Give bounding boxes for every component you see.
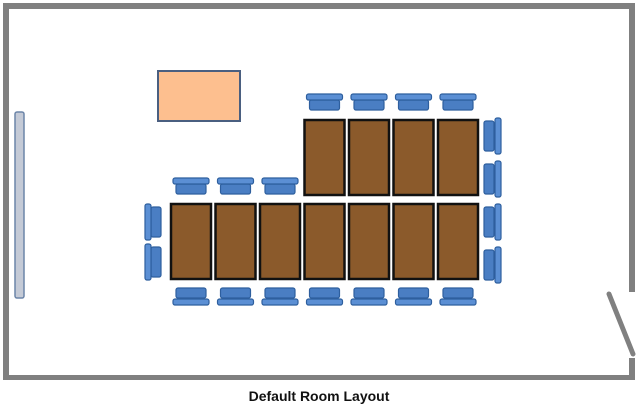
chair [144, 203, 162, 241]
chair-seat [397, 287, 430, 299]
room-walls [3, 3, 636, 380]
chair-seat [150, 246, 162, 278]
room-layout-diagram [3, 3, 636, 380]
chair [172, 177, 210, 195]
chair-seat [442, 99, 474, 111]
chair [261, 287, 299, 306]
chair [394, 93, 433, 111]
whiteboard [14, 111, 25, 299]
table [392, 118, 435, 197]
chair-seat [264, 183, 296, 195]
chair [305, 287, 344, 306]
chair-back [305, 298, 344, 306]
chair [394, 287, 433, 306]
chair [144, 243, 162, 281]
chair [439, 287, 477, 306]
chair-seat [308, 287, 341, 299]
table [436, 118, 480, 197]
chair [172, 287, 210, 306]
chair-seat [175, 183, 207, 195]
table [392, 202, 435, 281]
chair-seat [483, 120, 495, 152]
chair-back [216, 177, 255, 185]
chair [261, 177, 299, 195]
chair-back [494, 117, 502, 155]
chair [483, 246, 502, 284]
chair-back [350, 93, 388, 101]
table [347, 118, 391, 197]
credenza [157, 70, 241, 122]
chair-seat [353, 287, 385, 299]
chair-back [494, 203, 502, 241]
chair-back [305, 93, 344, 101]
chair-seat [483, 249, 495, 281]
chair [350, 287, 388, 306]
chair-back [144, 243, 152, 281]
chair [483, 160, 502, 198]
chair-back [439, 298, 477, 306]
chair [439, 93, 477, 111]
chair [216, 177, 255, 195]
chair [216, 287, 255, 306]
table [214, 202, 257, 281]
door [606, 291, 636, 357]
chairs-group [144, 93, 502, 306]
chair-back [172, 177, 210, 185]
chair-back [261, 298, 299, 306]
chair [305, 93, 344, 111]
chair-seat [483, 206, 495, 238]
chair-back [494, 160, 502, 198]
diagram-caption: Default Room Layout [248, 388, 390, 404]
table [347, 202, 391, 281]
chair-seat [397, 99, 430, 111]
chair-back [216, 298, 255, 306]
chair-seat [442, 287, 474, 299]
table [303, 118, 346, 197]
chair-seat [264, 287, 296, 299]
table [303, 202, 346, 281]
chair-back [394, 93, 433, 101]
table [258, 202, 302, 281]
room-features [14, 70, 241, 299]
chair [483, 203, 502, 241]
chair-back [172, 298, 210, 306]
chair-back [439, 93, 477, 101]
chair-seat [353, 99, 385, 111]
tables-group [169, 118, 480, 281]
chair-seat [219, 287, 252, 299]
chair-seat [219, 183, 252, 195]
table [169, 202, 213, 281]
chair [483, 117, 502, 155]
chair-back [350, 298, 388, 306]
chair-back [494, 246, 502, 284]
chair-seat [175, 287, 207, 299]
chair-back [394, 298, 433, 306]
chair-seat [483, 163, 495, 195]
chair-seat [308, 99, 341, 111]
chair-back [144, 203, 152, 241]
chair-back [261, 177, 299, 185]
chair-seat [150, 206, 162, 238]
chair [350, 93, 388, 111]
room-wall [3, 3, 635, 380]
table [436, 202, 480, 281]
